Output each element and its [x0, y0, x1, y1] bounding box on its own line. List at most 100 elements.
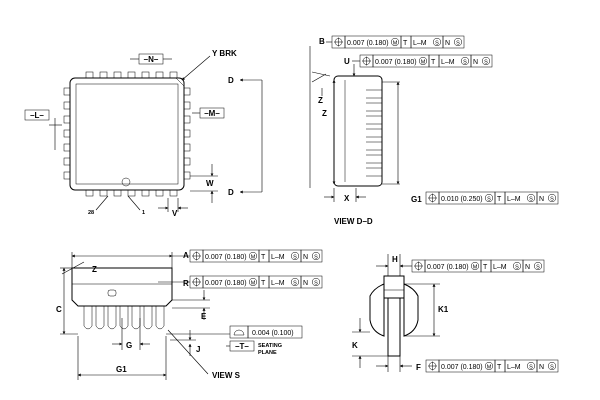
front-pin — [143, 306, 153, 330]
pin-right — [183, 157, 191, 166]
pin-top — [169, 71, 178, 79]
fcf-a-modifier-3: S — [293, 254, 297, 260]
side-pin — [366, 154, 383, 164]
fcf-a-cell-3: L–M — [271, 254, 285, 261]
pin-bottom — [99, 189, 108, 197]
fcf-r-modifier-1: M — [251, 280, 256, 286]
pin-top — [99, 71, 108, 79]
fcf-h-modifier-3: S — [515, 264, 519, 270]
dim-e: E — [201, 312, 207, 321]
pin-left — [63, 171, 71, 180]
pin-bottom — [169, 189, 178, 197]
fcf-b-cell-3: L–M — [413, 40, 427, 47]
fcf-b-modifier-3: S — [435, 40, 439, 46]
datum-n: –N– — [144, 55, 159, 64]
fcf-u-cell-2: T — [431, 59, 436, 66]
fcf-a-modifier-4: S — [314, 254, 318, 260]
side-pin — [366, 102, 383, 112]
dim-k1: K1 — [438, 305, 449, 314]
pin-top — [85, 71, 94, 79]
fcf-h-modifier-1: M — [473, 264, 478, 270]
dim-k: K — [352, 341, 358, 350]
label-u: U — [344, 57, 350, 66]
fcf-b-cell-2: T — [403, 40, 408, 47]
dim-c: C — [56, 305, 62, 314]
fcf-h-cell-1: 0.007 (0.180) — [427, 264, 469, 271]
dim-z: Z — [322, 109, 327, 118]
label-g1-side: G1 — [411, 195, 422, 204]
pin-left — [63, 143, 71, 152]
pin-right — [183, 171, 191, 180]
fcf-a-cell-1: 0.007 (0.180) — [205, 254, 247, 261]
pin-bottom — [85, 189, 94, 197]
pin-top — [155, 71, 164, 79]
dim-h: H — [392, 255, 398, 264]
fcf-f-modifier-4: S — [550, 364, 554, 370]
view-s-label: VIEW S — [212, 371, 241, 380]
pin-top — [127, 71, 136, 79]
pin-right — [183, 87, 191, 96]
pin-bottom — [127, 189, 136, 197]
dim-j: J — [196, 345, 200, 354]
fcf-f-cell-4: N — [539, 364, 544, 371]
dim-w: W — [206, 179, 214, 188]
fcf-r-modifier-4: S — [314, 280, 318, 286]
datum-l: –L– — [30, 111, 44, 120]
top-view: –N– Y BRK –L– –M– D D W V 28 — [24, 49, 263, 218]
section-d-bottom: D — [228, 188, 234, 197]
fcf-u-cell-1: 0.007 (0.180) — [375, 59, 417, 66]
dim-g1-front: G1 — [116, 365, 127, 374]
fcf-f-cell-2: T — [497, 364, 502, 371]
fcf-r-cell-1: 0.007 (0.180) — [205, 280, 247, 287]
pin-left — [63, 115, 71, 124]
fcf-f-modifier-3: S — [529, 364, 533, 370]
fcf-r-cell-2: T — [261, 280, 266, 287]
side-view-pins — [366, 89, 383, 177]
fcf-u-modifier-4: S — [484, 59, 488, 65]
fcf-a-cell-2: T — [261, 254, 266, 261]
seating-plane-1: SEATING — [258, 343, 282, 349]
fcf-f-cell-1: 0.007 (0.180) — [441, 364, 483, 371]
side-pin — [366, 141, 383, 151]
label-r: R — [183, 279, 189, 288]
side-pin — [366, 115, 383, 125]
dim-f: F — [416, 363, 421, 372]
pin-right — [183, 129, 191, 138]
pin-right — [183, 101, 191, 110]
fcf-u-cell-4: N — [473, 59, 478, 66]
flatness-icon — [233, 329, 245, 336]
pin-right — [183, 143, 191, 152]
y-brk-label: Y BRK — [212, 49, 237, 58]
view-dd-title: VIEW D–D — [334, 217, 373, 226]
label-a: A — [183, 251, 189, 260]
fcf-b-modifier-4: S — [456, 40, 460, 46]
dim-x: X — [344, 194, 350, 203]
pin-left — [63, 101, 71, 110]
y-brk-leader — [181, 55, 211, 81]
front-pin — [83, 306, 93, 330]
front-pin — [95, 306, 105, 330]
fcf-u-modifier-1: M — [421, 59, 426, 65]
fcf-b-cell-4: N — [445, 40, 450, 47]
fcf-r-modifier-3: S — [293, 280, 297, 286]
fcf-g1-modifier-3: S — [529, 196, 533, 202]
fcf-g1-cell-4: N — [539, 196, 544, 203]
fcf-h-cell-4: N — [525, 264, 530, 271]
fcf-b-cell-1: 0.007 (0.180) — [347, 40, 389, 47]
pin-top — [141, 71, 150, 79]
dim-z-front: Z — [92, 265, 97, 274]
top-view-inner — [75, 83, 179, 185]
pin-right — [183, 115, 191, 124]
pin-left — [63, 157, 71, 166]
lead — [387, 297, 401, 357]
front-view-pins — [83, 306, 165, 330]
